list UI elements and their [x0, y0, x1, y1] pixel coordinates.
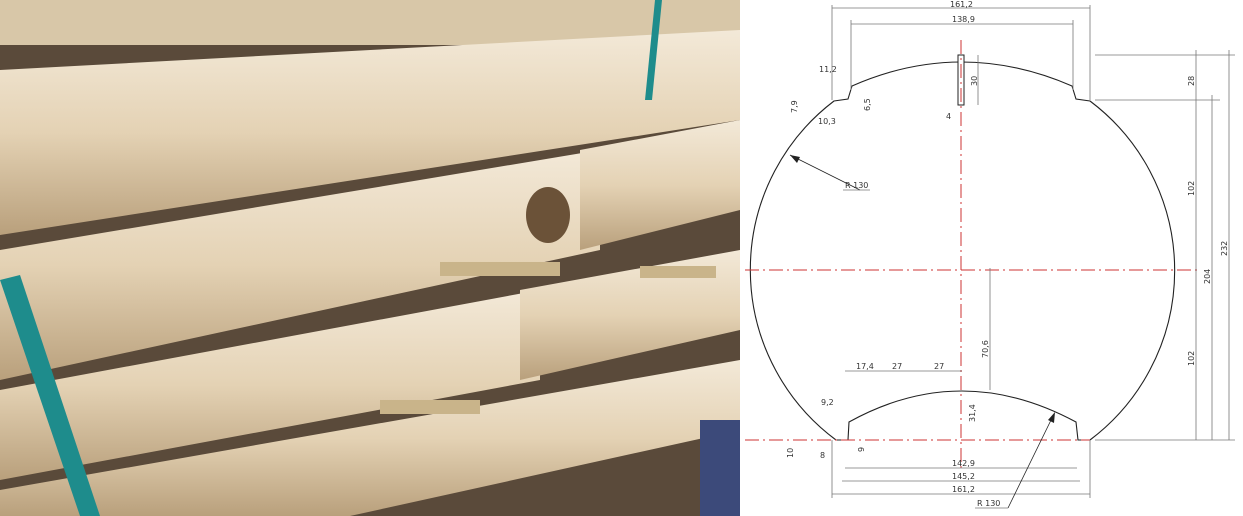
dim-right-upper-102: 102 [1187, 181, 1196, 196]
log [0, 30, 740, 235]
dim-bottom-8: 8 [820, 451, 825, 460]
log-groove [526, 187, 570, 243]
dim-right-lower-102: 102 [1187, 351, 1196, 366]
kerf-slot [957, 54, 965, 106]
dim-top-groove: 138,9 [952, 15, 975, 24]
spacer-stick [640, 266, 716, 278]
dim-bottom-seg1: 17,4 [856, 362, 874, 371]
log [0, 290, 540, 480]
snow-ground [700, 420, 740, 516]
dim-bottom-seg3: 27 [934, 362, 944, 371]
dim-bottom-10: 10 [786, 448, 795, 458]
packing-strap [0, 275, 100, 516]
dim-step-depth: 10,3 [818, 117, 836, 126]
dim-bottom-chamfer: 9 [857, 447, 866, 452]
dim-top-chamfer: 6,5 [863, 98, 872, 111]
dim-slot-depth: 30 [970, 76, 979, 86]
radius-label-bottom: R 130 [977, 499, 1000, 508]
dim-slot-width: 4 [946, 112, 951, 121]
log [0, 360, 740, 516]
dim-top-overall: 161,2 [950, 0, 973, 9]
packing-strap [645, 0, 662, 100]
dim-right-232: 232 [1220, 241, 1229, 256]
dim-bottom-seg2: 27 [892, 362, 902, 371]
dim-bottom-142-9: 142,9 [952, 459, 975, 468]
log [580, 120, 740, 250]
dim-bottom-step: 9,2 [821, 398, 834, 407]
dim-right-28: 28 [1187, 76, 1196, 86]
log [0, 150, 600, 380]
dim-right-204: 204 [1203, 269, 1212, 284]
log-stack-photo [0, 0, 740, 516]
spacer-stick [440, 262, 560, 276]
spacer-stick [380, 400, 480, 414]
log [520, 250, 740, 380]
dim-step-width: 11,2 [819, 65, 837, 74]
dim-bottom-groove-depth: 31,4 [968, 404, 977, 422]
dim-bottom-161-2: 161,2 [952, 485, 975, 494]
dim-bottom-145-2: 145,2 [952, 472, 975, 481]
dim-step-height: 7,9 [790, 100, 799, 113]
technical-drawing: 161,2 138,9 11,2 7,9 10,3 6,5 30 4 R 130… [745, 0, 1235, 509]
radius-label-top: R 130 [845, 181, 868, 190]
log-profile-outline [749, 61, 1176, 441]
dim-center-70-6: 70,6 [981, 340, 990, 358]
